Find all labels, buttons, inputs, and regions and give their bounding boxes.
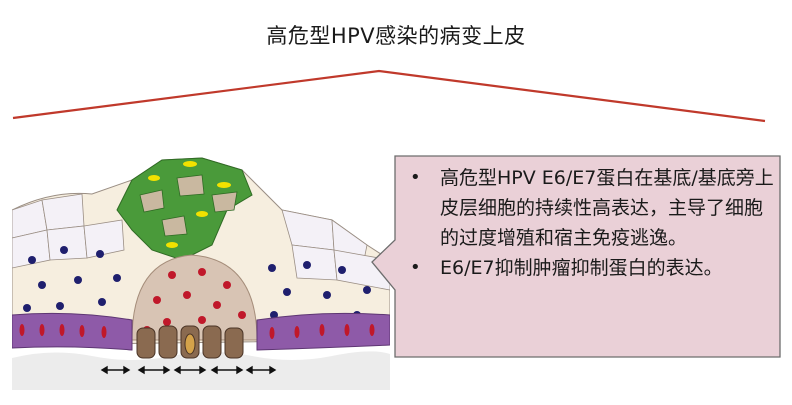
highlighted-nucleus xyxy=(184,333,196,355)
epithelium-body xyxy=(12,157,390,346)
basal-layer-left xyxy=(12,312,133,351)
koilocytes xyxy=(139,174,238,237)
epithelium-illustration xyxy=(12,157,390,390)
bullet-item: 高危型HPV E6/E7蛋白在基底/基底旁上皮层细胞的持续性高表达，主导了细胞的… xyxy=(408,163,776,253)
proliferating-basal-cells xyxy=(136,325,244,359)
proliferation-arrows xyxy=(100,365,277,375)
yellow-inclusions xyxy=(148,161,231,248)
bracket-line xyxy=(12,69,766,123)
basal-red-nuclei xyxy=(19,324,375,339)
lesion-span-bracket xyxy=(12,69,766,123)
bullet-item: E6/E7抑制肿瘤抑制蛋白的表达。 xyxy=(408,253,776,283)
diagram-title: 高危型HPV感染的病变上皮 xyxy=(266,24,526,48)
dysplastic-region xyxy=(131,254,258,341)
callout-bullet-list: 高危型HPV E6/E7蛋白在基底/基底旁上皮层细胞的持续性高表达，主导了细胞的… xyxy=(408,163,776,283)
blue-nuclei xyxy=(23,246,371,322)
